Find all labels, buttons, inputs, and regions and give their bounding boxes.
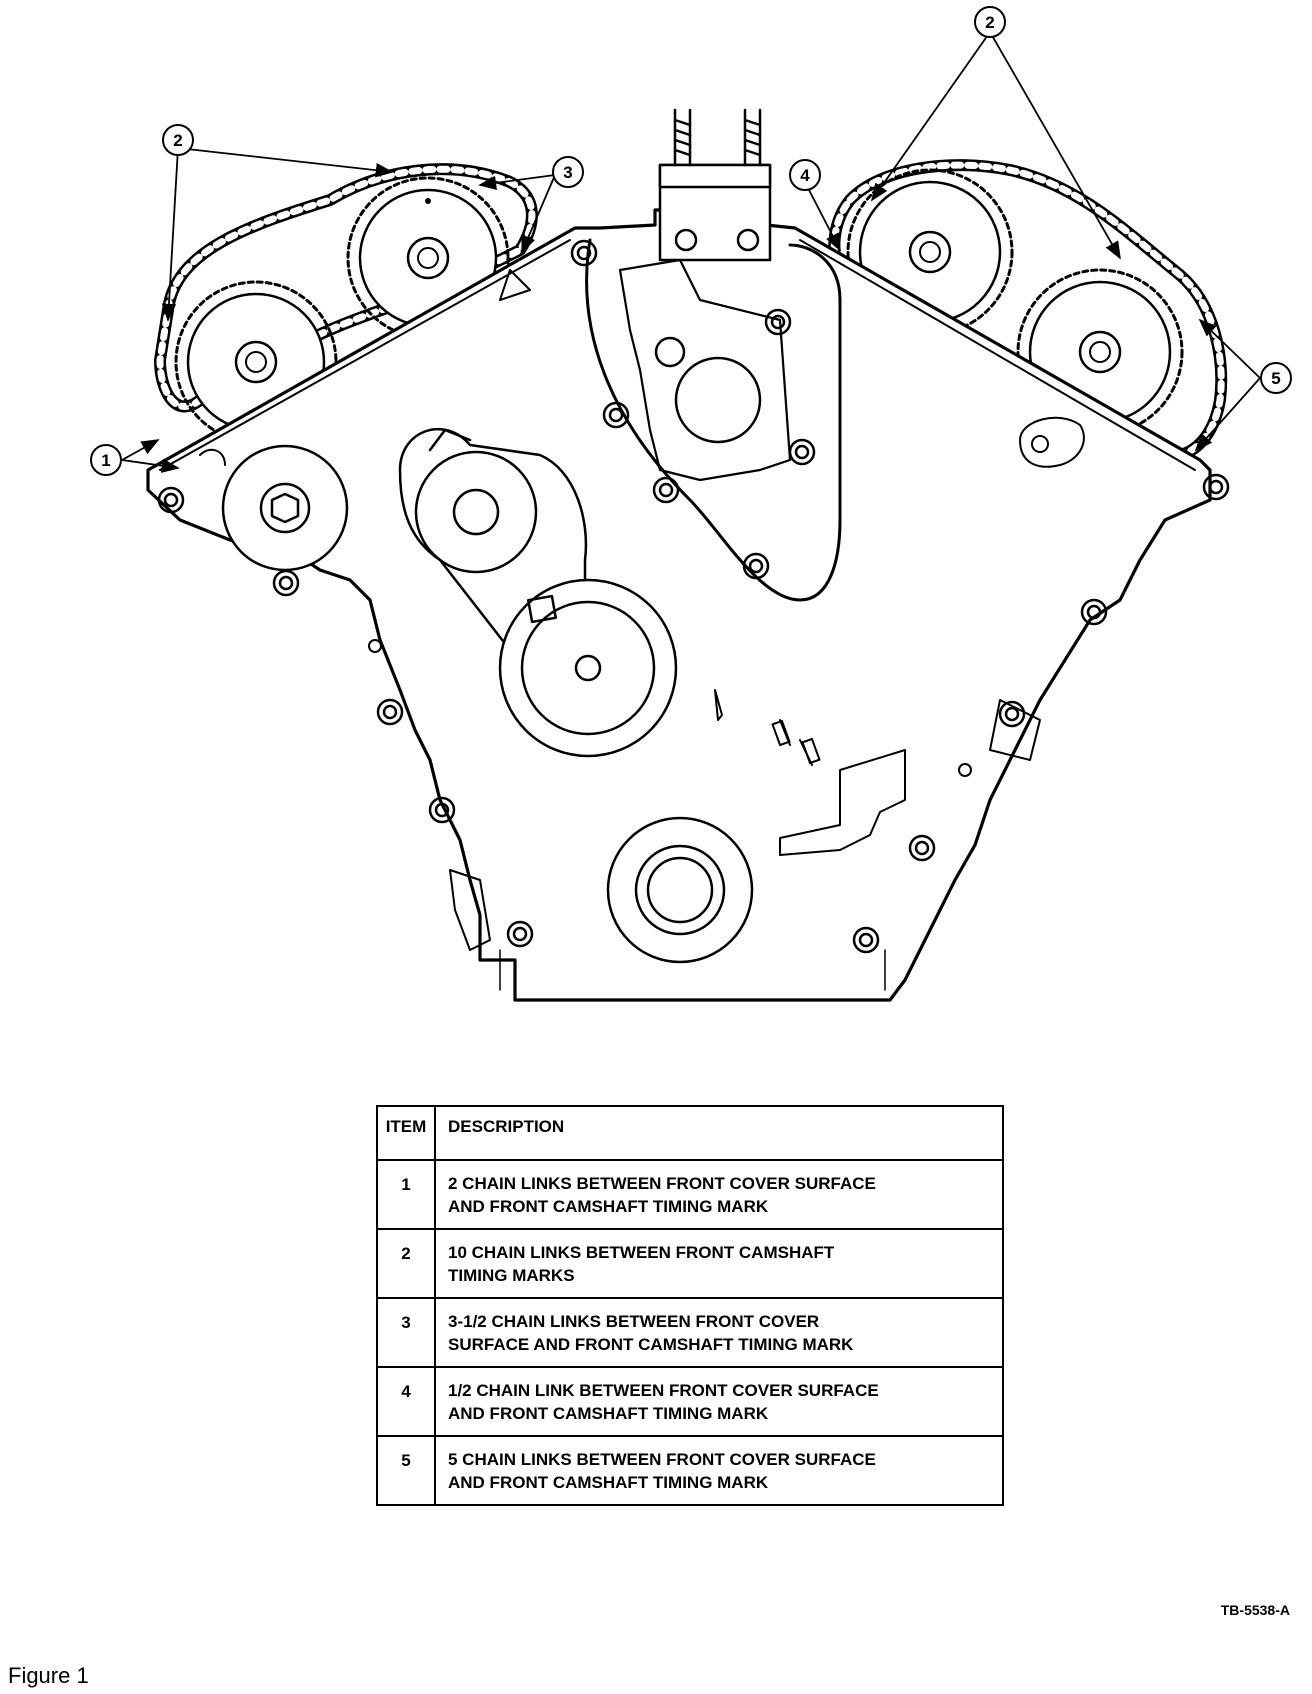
- description-column-header: DESCRIPTION: [434, 1105, 1004, 1161]
- front-cover-outline: [146, 208, 1212, 1002]
- svg-text:2: 2: [985, 13, 994, 32]
- engine-front-cover-diagram: 1 2 2 3 4 5: [90, 6, 1292, 1002]
- description-line: 10 CHAIN LINKS BETWEEN FRONT CAMSHAFT: [448, 1243, 835, 1262]
- bolt: [764, 308, 792, 336]
- description-line: 2 CHAIN LINKS BETWEEN FRONT COVER SURFAC…: [448, 1174, 876, 1193]
- belt-tensioner: [398, 428, 678, 758]
- bolt: [272, 569, 300, 597]
- description-line: AND FRONT CAMSHAFT TIMING MARK: [448, 1473, 769, 1492]
- bolt: [428, 796, 456, 824]
- table-header-row: ITEM DESCRIPTION: [376, 1105, 1004, 1161]
- bolt: [1080, 598, 1108, 626]
- table-row: 2 10 CHAIN LINKS BETWEEN FRONT CAMSHAFT …: [376, 1228, 1004, 1299]
- description-line: TIMING MARKS: [448, 1266, 575, 1285]
- cover-details: [199, 269, 1085, 951]
- item-description-table: ITEM DESCRIPTION 1 2 CHAIN LINKS BETWEEN…: [376, 1105, 1004, 1506]
- table-row: 4 1/2 CHAIN LINK BETWEEN FRONT COVER SUR…: [376, 1366, 1004, 1437]
- callout-5: 5: [1260, 362, 1292, 394]
- callout-4: 4: [789, 159, 821, 191]
- item-description: 10 CHAIN LINKS BETWEEN FRONT CAMSHAFT TI…: [434, 1228, 1004, 1299]
- figure-code: TB-5538-A: [1220, 1602, 1290, 1618]
- bolt: [570, 239, 598, 267]
- description-line: 5 CHAIN LINKS BETWEEN FRONT COVER SURFAC…: [448, 1450, 876, 1469]
- description-line: AND FRONT CAMSHAFT TIMING MARK: [448, 1197, 769, 1216]
- description-line: 1/2 CHAIN LINK BETWEEN FRONT COVER SURFA…: [448, 1381, 879, 1400]
- description-line: 3-1/2 CHAIN LINKS BETWEEN FRONT COVER: [448, 1312, 820, 1331]
- svg-text:1: 1: [101, 451, 110, 470]
- figure-caption: Figure 1: [8, 1663, 89, 1688]
- svg-text:3: 3: [563, 163, 572, 182]
- idler-pulley: [221, 444, 349, 572]
- callout-leaders: [121, 31, 1261, 473]
- item-number: 3: [376, 1297, 436, 1368]
- item-number: 4: [376, 1366, 436, 1437]
- bolt: [908, 834, 936, 862]
- callout-2-left: 2: [162, 124, 194, 156]
- bolt: [157, 486, 185, 514]
- bolt: [852, 926, 880, 954]
- item-number: 5: [376, 1435, 436, 1506]
- front-cover-bolts: [157, 239, 1230, 954]
- svg-text:2: 2: [173, 131, 182, 150]
- bolt: [376, 698, 404, 726]
- item-number: 1: [376, 1159, 436, 1230]
- table-row: 3 3-1/2 CHAIN LINKS BETWEEN FRONT COVER …: [376, 1297, 1004, 1368]
- item-description: 1/2 CHAIN LINK BETWEEN FRONT COVER SURFA…: [434, 1366, 1004, 1437]
- item-description: 5 CHAIN LINKS BETWEEN FRONT COVER SURFAC…: [434, 1435, 1004, 1506]
- chain-tensioner: [585, 108, 842, 602]
- item-column-header: ITEM: [376, 1105, 436, 1161]
- bolt: [1202, 473, 1230, 501]
- callout-3: 3: [552, 156, 584, 188]
- table-row: 1 2 CHAIN LINKS BETWEEN FRONT COVER SURF…: [376, 1159, 1004, 1230]
- callouts: 1 2 2 3 4 5: [90, 6, 1292, 476]
- bolt: [506, 920, 534, 948]
- item-number: 2: [376, 1228, 436, 1299]
- table-row: 5 5 CHAIN LINKS BETWEEN FRONT COVER SURF…: [376, 1435, 1004, 1506]
- description-line: AND FRONT CAMSHAFT TIMING MARK: [448, 1404, 769, 1423]
- bolt: [652, 476, 680, 504]
- item-description: 2 CHAIN LINKS BETWEEN FRONT COVER SURFAC…: [434, 1159, 1004, 1230]
- svg-text:5: 5: [1271, 369, 1280, 388]
- callout-1: 1: [90, 444, 122, 476]
- description-line: SURFACE AND FRONT CAMSHAFT TIMING MARK: [448, 1335, 854, 1354]
- item-description: 3-1/2 CHAIN LINKS BETWEEN FRONT COVER SU…: [434, 1297, 1004, 1368]
- bolt: [998, 700, 1026, 728]
- svg-text:4: 4: [800, 166, 810, 185]
- callout-2-right: 2: [974, 6, 1006, 38]
- crankshaft-seal: [606, 816, 754, 964]
